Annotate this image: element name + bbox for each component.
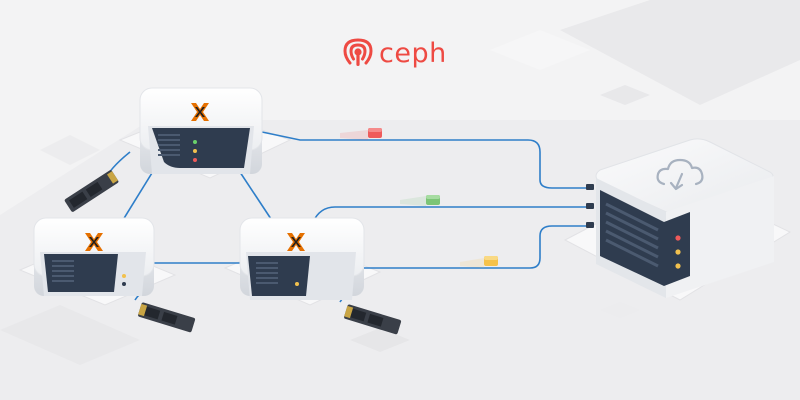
packet-green xyxy=(400,195,440,206)
storage-server xyxy=(586,138,774,298)
cloud-download-icon xyxy=(656,158,704,191)
node-left xyxy=(33,217,155,296)
proxmox-logo-icon xyxy=(191,103,209,121)
ceph-octopus-icon xyxy=(343,38,373,66)
node-right xyxy=(239,217,365,300)
cable-top-server xyxy=(261,131,588,189)
nvme-drive-right xyxy=(344,304,402,335)
nvme-drive-left xyxy=(138,302,196,333)
cable-right-server-low xyxy=(358,225,588,269)
node-top xyxy=(139,87,263,174)
proxmox-logo-icon xyxy=(287,233,305,251)
packet-yellow xyxy=(460,256,498,268)
packet-red xyxy=(340,128,382,140)
brand-name: ceph xyxy=(379,37,447,69)
nvme-drive-top xyxy=(64,170,119,212)
proxmox-logo-icon xyxy=(85,233,103,251)
ceph-logo: ceph xyxy=(343,36,447,70)
